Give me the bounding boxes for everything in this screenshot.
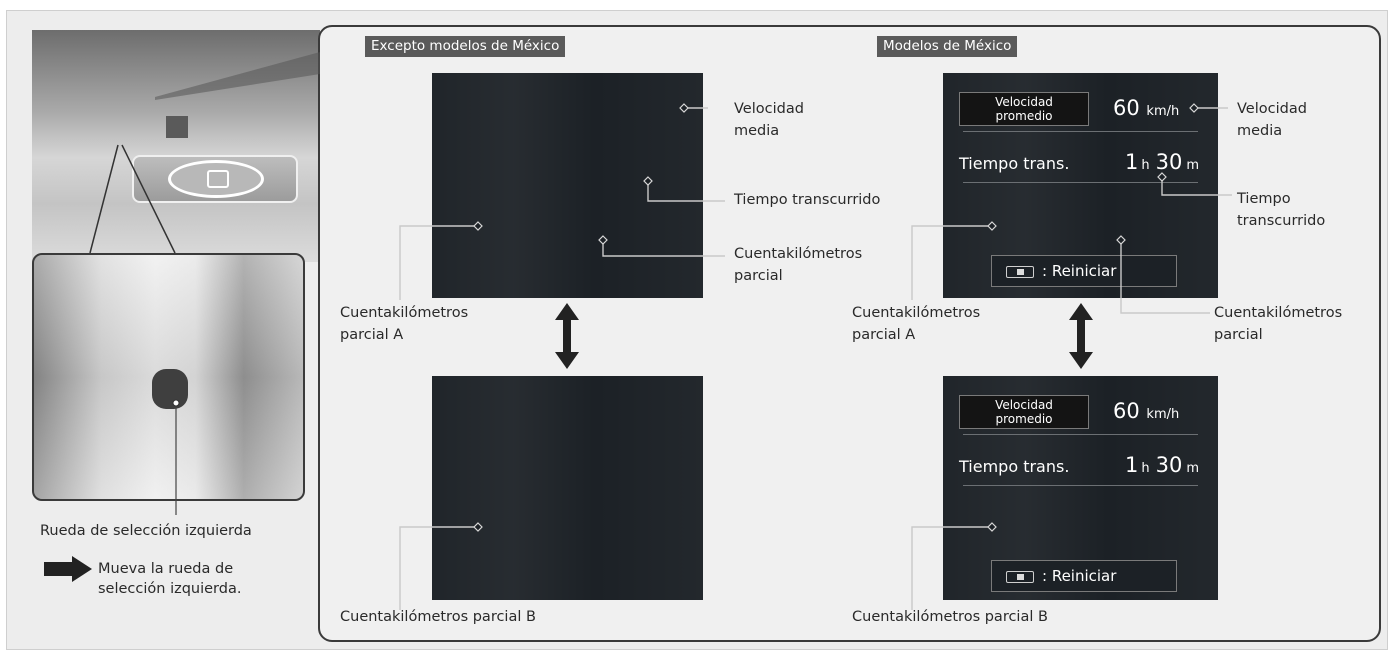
mexico-screen-bottom: Velocidad promedio 60 km/h Tiempo trans.… (943, 376, 1218, 600)
label-trip-mx-line2: parcial (1214, 327, 1263, 343)
minutes-number: 30 (1155, 453, 1183, 477)
reset-prompt: : Reiniciar (991, 255, 1177, 287)
label-elapsed-mx: Tiempo transcurrido (1237, 188, 1325, 232)
leader-trip-mx (1120, 240, 1210, 314)
selector-wheel-closeup (32, 253, 305, 501)
display-location-marker (166, 116, 188, 138)
label-avg-speed-line1: Velocidad (734, 101, 804, 117)
label-avg-speed-mx-line2: media (1237, 123, 1283, 139)
label-trip-mx-line1: Cuentakilómetros (1214, 305, 1343, 321)
selector-wheel-icon (1006, 570, 1034, 583)
reset-prompt: : Reiniciar (991, 560, 1177, 592)
hours-unit: h (1141, 158, 1150, 173)
time-label: Tiempo trans. (959, 154, 1070, 173)
callout-diamond (1157, 172, 1167, 182)
hours-number: 1 (1125, 453, 1139, 477)
label-trip-a-mx-line2: parcial A (852, 327, 916, 343)
logo-icon (207, 170, 229, 188)
avg-number: 60 (1113, 96, 1140, 120)
leader-trip-b (399, 526, 475, 610)
label-avg-speed: Velocidad media (734, 98, 804, 142)
label-trip-line1: Cuentakilómetros (734, 246, 863, 262)
label-elapsed-mx-line2: transcurrido (1237, 213, 1326, 229)
legend-line1: Mueva la rueda de (98, 561, 234, 577)
move-arrow-icon (44, 556, 92, 582)
mexico-screen-top: Velocidad promedio 60 km/h Tiempo trans.… (943, 73, 1218, 298)
except-screen-bottom (432, 376, 703, 600)
screen-row-avg (963, 92, 1198, 132)
minutes-number: 30 (1155, 150, 1183, 174)
callout-diamond (987, 221, 997, 231)
reset-label: : Reiniciar (1042, 567, 1117, 585)
avg-unit: km/h (1146, 407, 1180, 422)
steering-wheel-hub (168, 160, 264, 198)
zoom-guide-left (89, 144, 119, 254)
hours-unit: h (1141, 461, 1150, 476)
heading-mexico: Modelos de México (877, 36, 1018, 57)
avg-label-line2: promedio (995, 412, 1053, 426)
avg-number: 60 (1113, 399, 1140, 423)
legend-line2: selección izquierda. (98, 581, 242, 597)
label-elapsed: Tiempo transcurrido (734, 192, 881, 208)
callout-diamond (987, 522, 997, 532)
avg-value: 60 km/h (1113, 96, 1179, 120)
label-trip: Cuentakilómetros parcial (734, 243, 862, 287)
label-trip-a-mx-line1: Cuentakilómetros (852, 305, 981, 321)
label-trip-line2: parcial (734, 268, 783, 284)
leader-trip-b-mx (911, 526, 990, 610)
label-trip-mx: Cuentakilómetros parcial (1214, 302, 1342, 346)
knob-dot (172, 399, 180, 407)
minutes-unit: m (1186, 158, 1200, 173)
label-trip-a-mx: Cuentakilómetros parcial A (852, 302, 980, 346)
leader-elapsed-mx (1161, 178, 1232, 196)
selector-wheel-icon (1006, 265, 1034, 278)
steering-wheel (132, 155, 298, 203)
label-avg-speed-line2: media (734, 123, 780, 139)
leader-trip-a-mx (911, 225, 990, 300)
label-trip-a: Cuentakilómetros parcial A (340, 302, 468, 346)
label-trip-b-mx: Cuentakilómetros parcial B (852, 609, 1048, 625)
label-trip-a-line2: parcial A (340, 327, 404, 343)
except-screen-top (432, 73, 703, 298)
callout-diamond (598, 235, 608, 245)
toggle-arrow-icon-mx (1069, 303, 1093, 369)
left-selector-wheel (152, 369, 188, 409)
callout-diamond (1116, 235, 1126, 245)
avg-label-line1: Velocidad (995, 95, 1053, 109)
avg-label-box: Velocidad promedio (959, 92, 1089, 126)
avg-label-line1: Velocidad (995, 398, 1053, 412)
callout-diamond (473, 221, 483, 231)
callout-diamond (643, 176, 653, 186)
label-avg-speed-mx: Velocidad media (1237, 98, 1307, 142)
label-trip-a-line1: Cuentakilómetros (340, 305, 469, 321)
zoom-guide-right (121, 144, 176, 254)
reset-label: : Reiniciar (1042, 262, 1117, 280)
callout-diamond (1189, 103, 1199, 113)
selector-wheel-label: Rueda de selección izquierda (40, 523, 252, 539)
callout-wedge (155, 52, 320, 100)
leader-elapsed (647, 183, 725, 202)
avg-label-line2: promedio (995, 109, 1053, 123)
heading-except-mexico: Excepto modelos de México (365, 36, 566, 57)
label-trip-b: Cuentakilómetros parcial B (340, 609, 536, 625)
screen-row-time (963, 436, 1198, 486)
screen-row-time (963, 133, 1198, 183)
callout-diamond (473, 522, 483, 532)
toggle-arrow-icon (555, 303, 579, 369)
screen-row-avg (963, 395, 1198, 435)
minutes-unit: m (1186, 461, 1200, 476)
leader-trip (602, 243, 725, 257)
avg-unit: km/h (1146, 104, 1180, 119)
hours-number: 1 (1125, 150, 1139, 174)
avg-value: 60 km/h (1113, 399, 1179, 423)
callout-diamond (679, 103, 689, 113)
label-elapsed-mx-line1: Tiempo (1237, 191, 1291, 207)
label-avg-speed-mx-line1: Velocidad (1237, 101, 1307, 117)
leader-trip-a (399, 225, 475, 300)
time-label: Tiempo trans. (959, 457, 1070, 476)
avg-label-box: Velocidad promedio (959, 395, 1089, 429)
